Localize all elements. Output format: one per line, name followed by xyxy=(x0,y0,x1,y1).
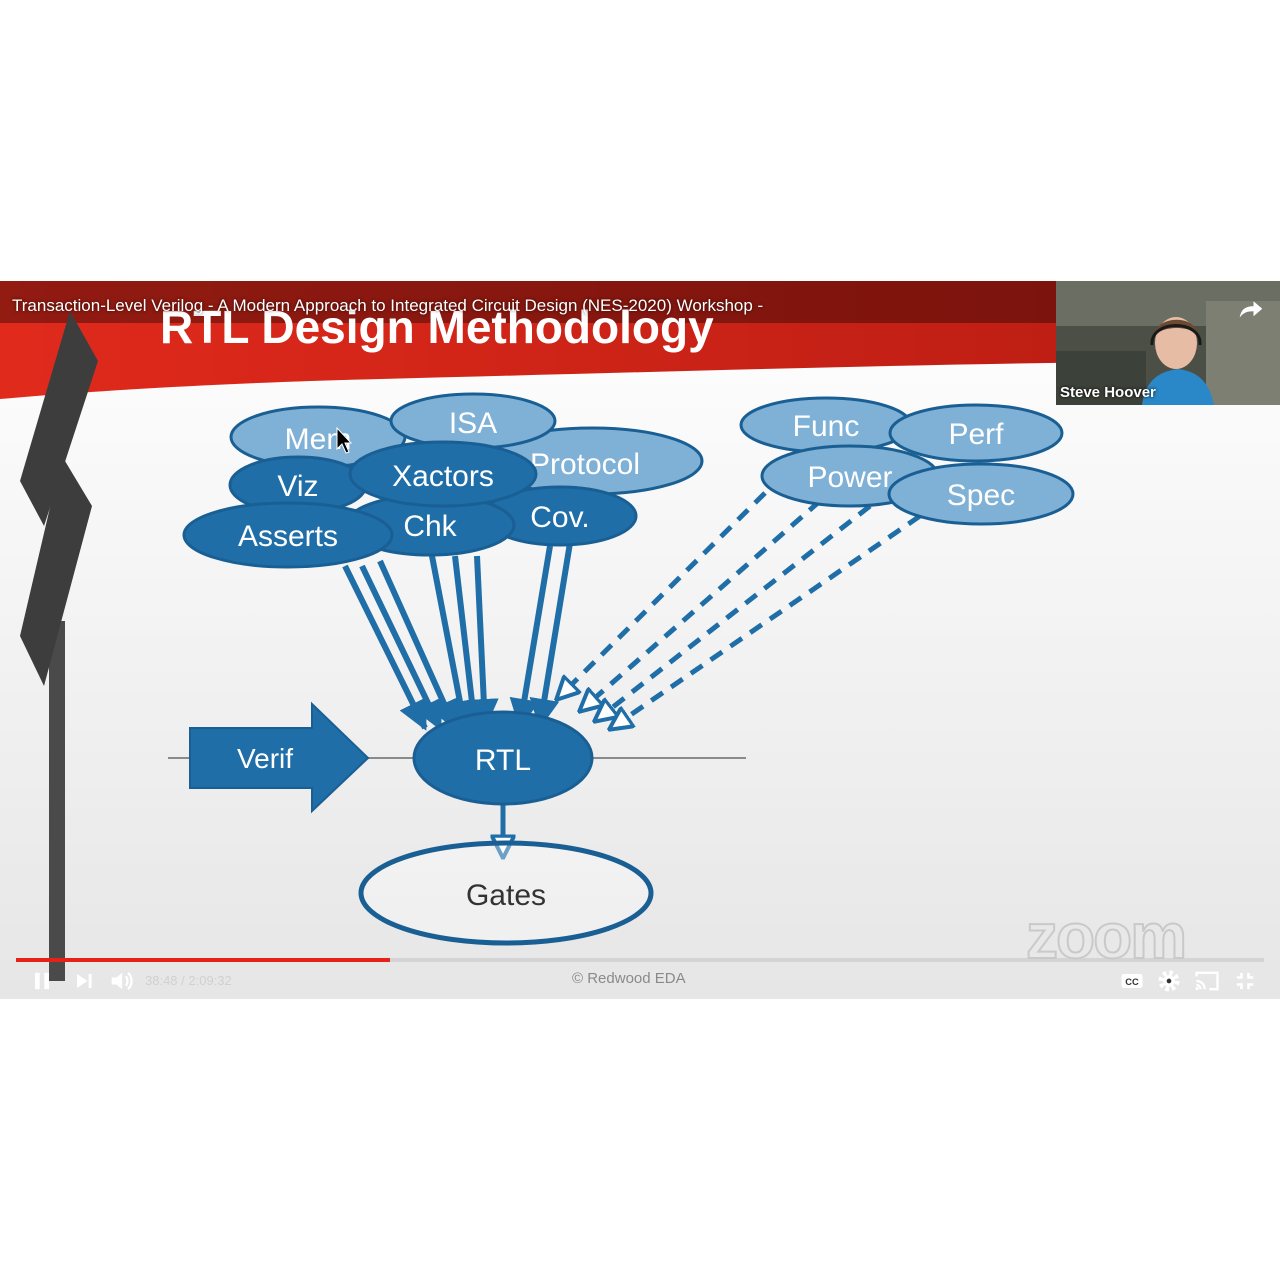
svg-text:ISA: ISA xyxy=(449,407,497,440)
controls-bar: 38:48 / 2:09:32 © Redwood EDA CC xyxy=(0,963,1280,999)
gear-icon[interactable] xyxy=(1155,967,1183,995)
progress-fill xyxy=(16,958,391,962)
exit-fullscreen-icon[interactable] xyxy=(1231,967,1259,995)
node-func: Func xyxy=(739,396,913,454)
video-title[interactable]: Transaction-Level Verilog - A Modern App… xyxy=(12,296,764,315)
slide-header-band xyxy=(0,281,1280,399)
time-display: 38:48 / 2:09:32 xyxy=(145,973,232,988)
svg-text:Cov.: Cov. xyxy=(530,501,589,534)
svg-text:Xactors: Xactors xyxy=(392,460,494,493)
node-asserts: Asserts xyxy=(182,501,394,569)
dashed-arrows xyxy=(557,491,922,729)
time-separator: / xyxy=(177,973,189,988)
svg-text:Gates: Gates xyxy=(466,879,546,912)
mouse-pointer-icon xyxy=(336,426,353,454)
share-icon[interactable] xyxy=(1236,295,1266,325)
node-spec: Spec xyxy=(887,462,1075,526)
svg-text:Func: Func xyxy=(793,410,860,443)
svg-text:Spec: Spec xyxy=(947,479,1015,512)
svg-text:Perf: Perf xyxy=(948,418,1004,451)
svg-text:Verif: Verif xyxy=(237,743,293,774)
duration: 2:09:32 xyxy=(188,973,232,988)
svg-text:Viz: Viz xyxy=(277,470,318,503)
svg-text:Power: Power xyxy=(807,461,892,494)
node-rtl: RTL xyxy=(412,710,594,806)
volume-icon[interactable] xyxy=(107,967,135,995)
svg-text:RTL: RTL xyxy=(475,744,531,777)
slide-title: RTL Design Methodology xyxy=(160,301,714,353)
webcam-panel: Steve Hoover xyxy=(1056,281,1280,405)
node-xactors: Xactors xyxy=(348,440,538,508)
progress-bar[interactable] xyxy=(16,958,1264,962)
next-icon[interactable] xyxy=(70,967,98,995)
redwood-logo xyxy=(20,311,98,981)
node-protocol: Protocol xyxy=(480,426,704,496)
verif-arrow: Verif xyxy=(189,701,370,814)
video-player[interactable]: RTL Design Methodology Mem xyxy=(0,281,1280,999)
current-time: 38:48 xyxy=(145,973,178,988)
cc-icon[interactable]: CC xyxy=(1118,967,1146,995)
node-cov: Cov. xyxy=(482,485,638,547)
solid-arrows xyxy=(342,542,573,731)
node-gates: Gates xyxy=(358,840,654,946)
svg-text:CC: CC xyxy=(1125,977,1139,987)
svg-text:Chk: Chk xyxy=(403,510,457,543)
cast-icon[interactable] xyxy=(1193,967,1221,995)
webcam-feed xyxy=(1056,281,1280,405)
svg-text:Protocol: Protocol xyxy=(530,448,640,481)
node-isa: ISA xyxy=(389,392,557,450)
webcam-name: Steve Hoover xyxy=(1060,384,1156,401)
node-viz: Viz xyxy=(228,455,368,515)
slide-copyright: © Redwood EDA xyxy=(572,970,686,987)
node-perf: Perf xyxy=(888,403,1064,463)
pause-icon[interactable] xyxy=(28,967,56,995)
svg-text:Asserts: Asserts xyxy=(238,520,338,553)
